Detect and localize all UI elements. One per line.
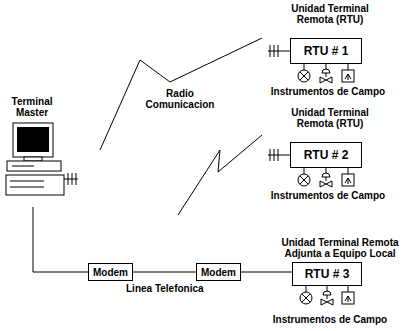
computer-icon xyxy=(4,121,78,207)
unit-box: RTU # 2 xyxy=(290,142,362,168)
connector xyxy=(133,272,196,273)
unit-box: RTU # 3 xyxy=(292,262,362,286)
box-label: RTU # 2 xyxy=(304,149,349,162)
caption-label: Unidad Terminal Remota Adjunta a Equipo … xyxy=(270,237,410,259)
connector xyxy=(33,207,88,272)
radio-bolts xyxy=(100,38,262,215)
caption-label: Instrumentos de Campo xyxy=(266,190,390,201)
caption-label: Instrumentos de Campo xyxy=(268,314,392,325)
unit-box: RTU # 1 xyxy=(290,38,362,64)
caption-label: Unidad Terminal Remota (RTU) xyxy=(278,107,382,129)
master-terminal: Terminal Master xyxy=(4,96,78,207)
terminal-label: Terminal Master xyxy=(4,96,60,118)
unit-box: Modem xyxy=(196,263,241,281)
box-label: Modem xyxy=(201,267,236,278)
edge-label: Linea Telefonica xyxy=(125,283,205,294)
caption-label: Radio Comunicacion xyxy=(132,88,228,110)
caption-label: Instrumentos de Campo xyxy=(266,86,390,97)
caption-label: Unidad Terminal Remota (RTU) xyxy=(278,3,382,25)
box-label: RTU # 1 xyxy=(304,45,349,58)
box-label: RTU # 3 xyxy=(305,268,350,281)
unit-box: Modem xyxy=(88,263,133,281)
box-label: Modem xyxy=(93,267,128,278)
connector xyxy=(241,272,292,273)
